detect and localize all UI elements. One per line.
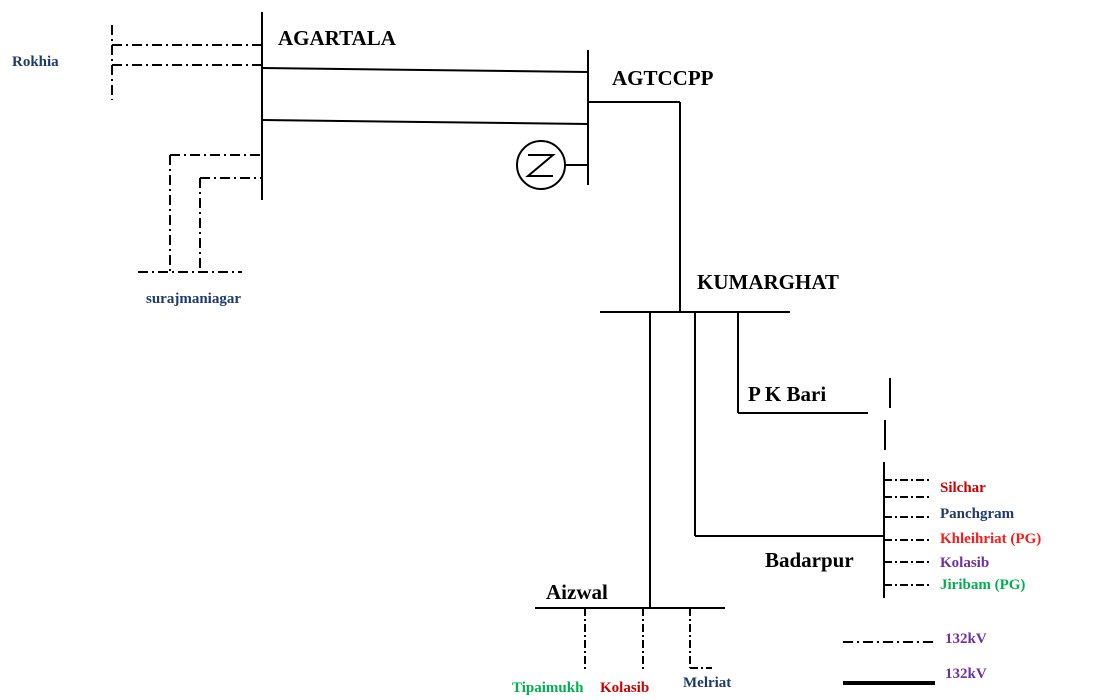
tipaimukh-label: Tipaimukh (512, 680, 584, 696)
agartala-agtccpp-line-1 (261, 67, 589, 73)
pk-bari-label: P K Bari (748, 382, 827, 406)
kolasib-badarpur-label: Kolasib (940, 555, 990, 571)
legend (843, 641, 935, 685)
melriat-label: Melriat (683, 675, 732, 691)
kumarghat-label: KUMARGHAT (697, 270, 839, 294)
agartala-agtccpp-line-2 (261, 119, 589, 125)
kolasib-aizwal-label: Kolasib (600, 680, 650, 696)
generator-z-icon (525, 154, 556, 177)
generator-icon (516, 140, 566, 190)
surajmaniagar-label: surajmaniagar (146, 291, 241, 307)
agartala-label: AGARTALA (278, 26, 396, 50)
aizwal-label: Aizwal (546, 580, 608, 604)
legend-solid-label: 132kV (945, 666, 987, 682)
badarpur-label: Badarpur (765, 548, 854, 572)
panchgram-label: Panchgram (940, 506, 1015, 522)
silchar-label: Silchar (940, 480, 986, 496)
agtccpp-label: AGTCCPP (612, 66, 714, 90)
rokhia-label: Rokhia (12, 54, 59, 70)
legend-dashdot-label: 132kV (945, 631, 987, 647)
jiribam-label: Jiribam (PG) (940, 577, 1026, 593)
khleihriat-label: Khleihriat (PG) (940, 531, 1042, 547)
